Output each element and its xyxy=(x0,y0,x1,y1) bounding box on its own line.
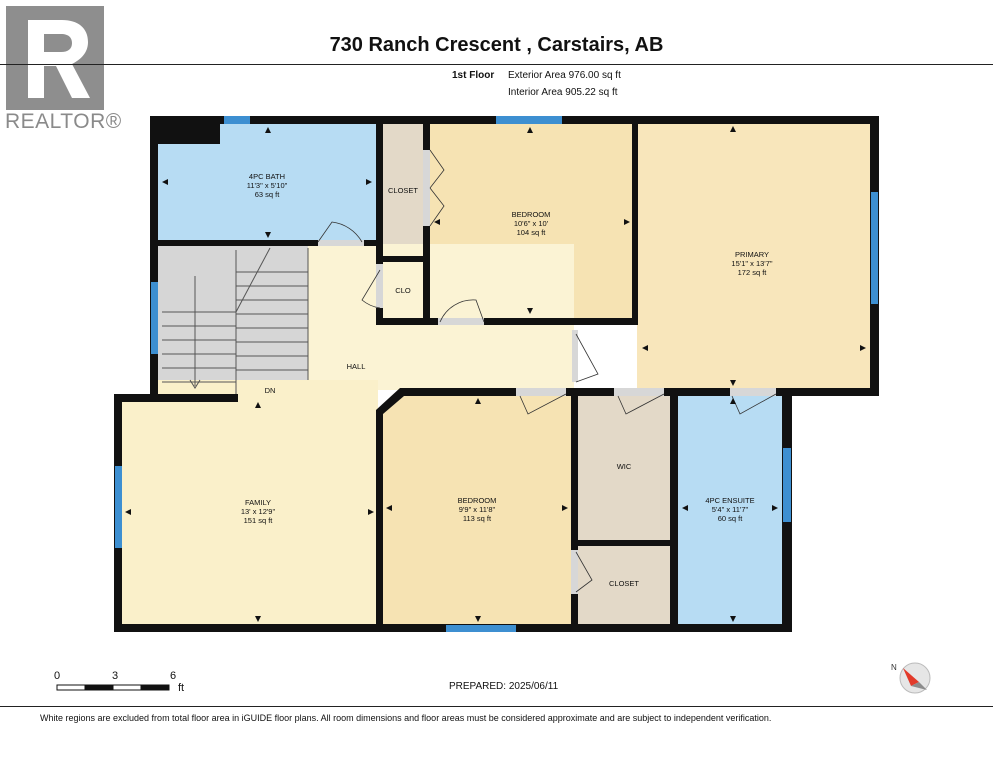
room-4pc-ensuite xyxy=(678,394,782,626)
room-bedroom-bottom xyxy=(380,394,572,626)
room-dims: 9'9" x 11'8" xyxy=(458,505,496,514)
stairs xyxy=(158,244,308,396)
room-hall xyxy=(310,244,574,390)
windows xyxy=(115,116,878,632)
interior-area: Interior Area 905.22 sq ft xyxy=(508,87,618,98)
room-primary xyxy=(637,122,875,390)
room-label-hall: HALL xyxy=(347,362,366,371)
room-wic xyxy=(578,394,670,540)
room-closet-bottom xyxy=(578,546,670,626)
room-dims: 15'1" x 13'7" xyxy=(731,259,773,268)
scale-unit: ft xyxy=(178,682,185,694)
room-name: HALL xyxy=(346,362,366,371)
room-label-4pc-bath: 4PC BATH 11'3" x 5'10" 63 sq ft xyxy=(247,172,288,199)
doors xyxy=(317,149,777,594)
room-name: BEDROOM xyxy=(457,496,497,505)
room-dims: 13' x 12'9" xyxy=(240,507,276,516)
scale-bar xyxy=(56,684,170,691)
exterior-area: Exterior Area 976.00 sq ft xyxy=(508,70,621,81)
room-label-bedroom-top: BEDROOM 10'6" x 10' 104 sq ft xyxy=(512,210,551,237)
room-closet-top xyxy=(383,124,423,244)
scale-label-3: 3 xyxy=(112,670,119,682)
dimension-arrows xyxy=(125,126,866,622)
footer-divider xyxy=(0,706,993,707)
room-name: CLOSET xyxy=(387,186,419,195)
room-name: BEDROOM xyxy=(511,210,551,219)
room-area: 113 sq ft xyxy=(462,514,492,523)
disclaimer-text: White regions are excluded from total fl… xyxy=(40,713,772,723)
floor-label: 1st Floor xyxy=(452,70,495,81)
page-title: 730 Ranch Crescent , Carstairs, AB xyxy=(329,34,664,56)
room-name: 4PC BATH xyxy=(248,172,286,181)
room-label-clo: CLO xyxy=(395,286,410,295)
room-area: 172 sq ft xyxy=(737,268,767,277)
room-label-4pc-ensuite: 4PC ENSUITE 5'4" x 11'7" 60 sq ft xyxy=(705,496,754,523)
room-dims: 11'3" x 5'10" xyxy=(246,181,288,190)
room-area: 151 sq ft xyxy=(243,516,273,525)
room-label-wic: WIC xyxy=(617,462,632,471)
scale-label-6: 6 xyxy=(170,670,177,682)
room-family xyxy=(120,398,378,626)
compass-north-label: N xyxy=(891,663,897,672)
room-name: CLO xyxy=(395,286,411,295)
room-area: 104 sq ft xyxy=(516,228,546,237)
room-name: FAMILY xyxy=(244,498,272,507)
room-area: 63 sq ft xyxy=(254,190,280,199)
realtor-r-logo xyxy=(6,6,104,110)
stair-treads xyxy=(162,247,309,396)
room-name: PRIMARY xyxy=(734,250,770,259)
room-label-closet-bottom: CLOSET xyxy=(609,579,639,588)
room-dims: 5'4" x 11'7" xyxy=(711,505,749,514)
room-area: 60 sq ft xyxy=(717,514,743,523)
room-label-closet-top: CLOSET xyxy=(388,186,418,195)
prepared-date: PREPARED: 2025/06/11 xyxy=(449,681,559,692)
scale-label-0: 0 xyxy=(54,670,61,682)
stairs-down-label: DN xyxy=(265,386,276,395)
room-label-family: FAMILY 13' x 12'9" 151 sq ft xyxy=(241,498,275,525)
room-name: CLOSET xyxy=(608,579,640,588)
room-dims: 10'6" x 10' xyxy=(513,219,549,228)
header-divider xyxy=(0,64,993,65)
realtor-logo-text: REALTOR® xyxy=(5,110,122,133)
room-label-primary: PRIMARY 15'1" x 13'7" 172 sq ft xyxy=(731,250,772,277)
room-name: WIC xyxy=(616,462,632,471)
compass-icon: N xyxy=(891,662,931,694)
room-name: 4PC ENSUITE xyxy=(705,496,755,505)
room-label-bedroom-bottom: BEDROOM 9'9" x 11'8" 113 sq ft xyxy=(458,496,497,523)
room-name: DN xyxy=(264,386,276,395)
